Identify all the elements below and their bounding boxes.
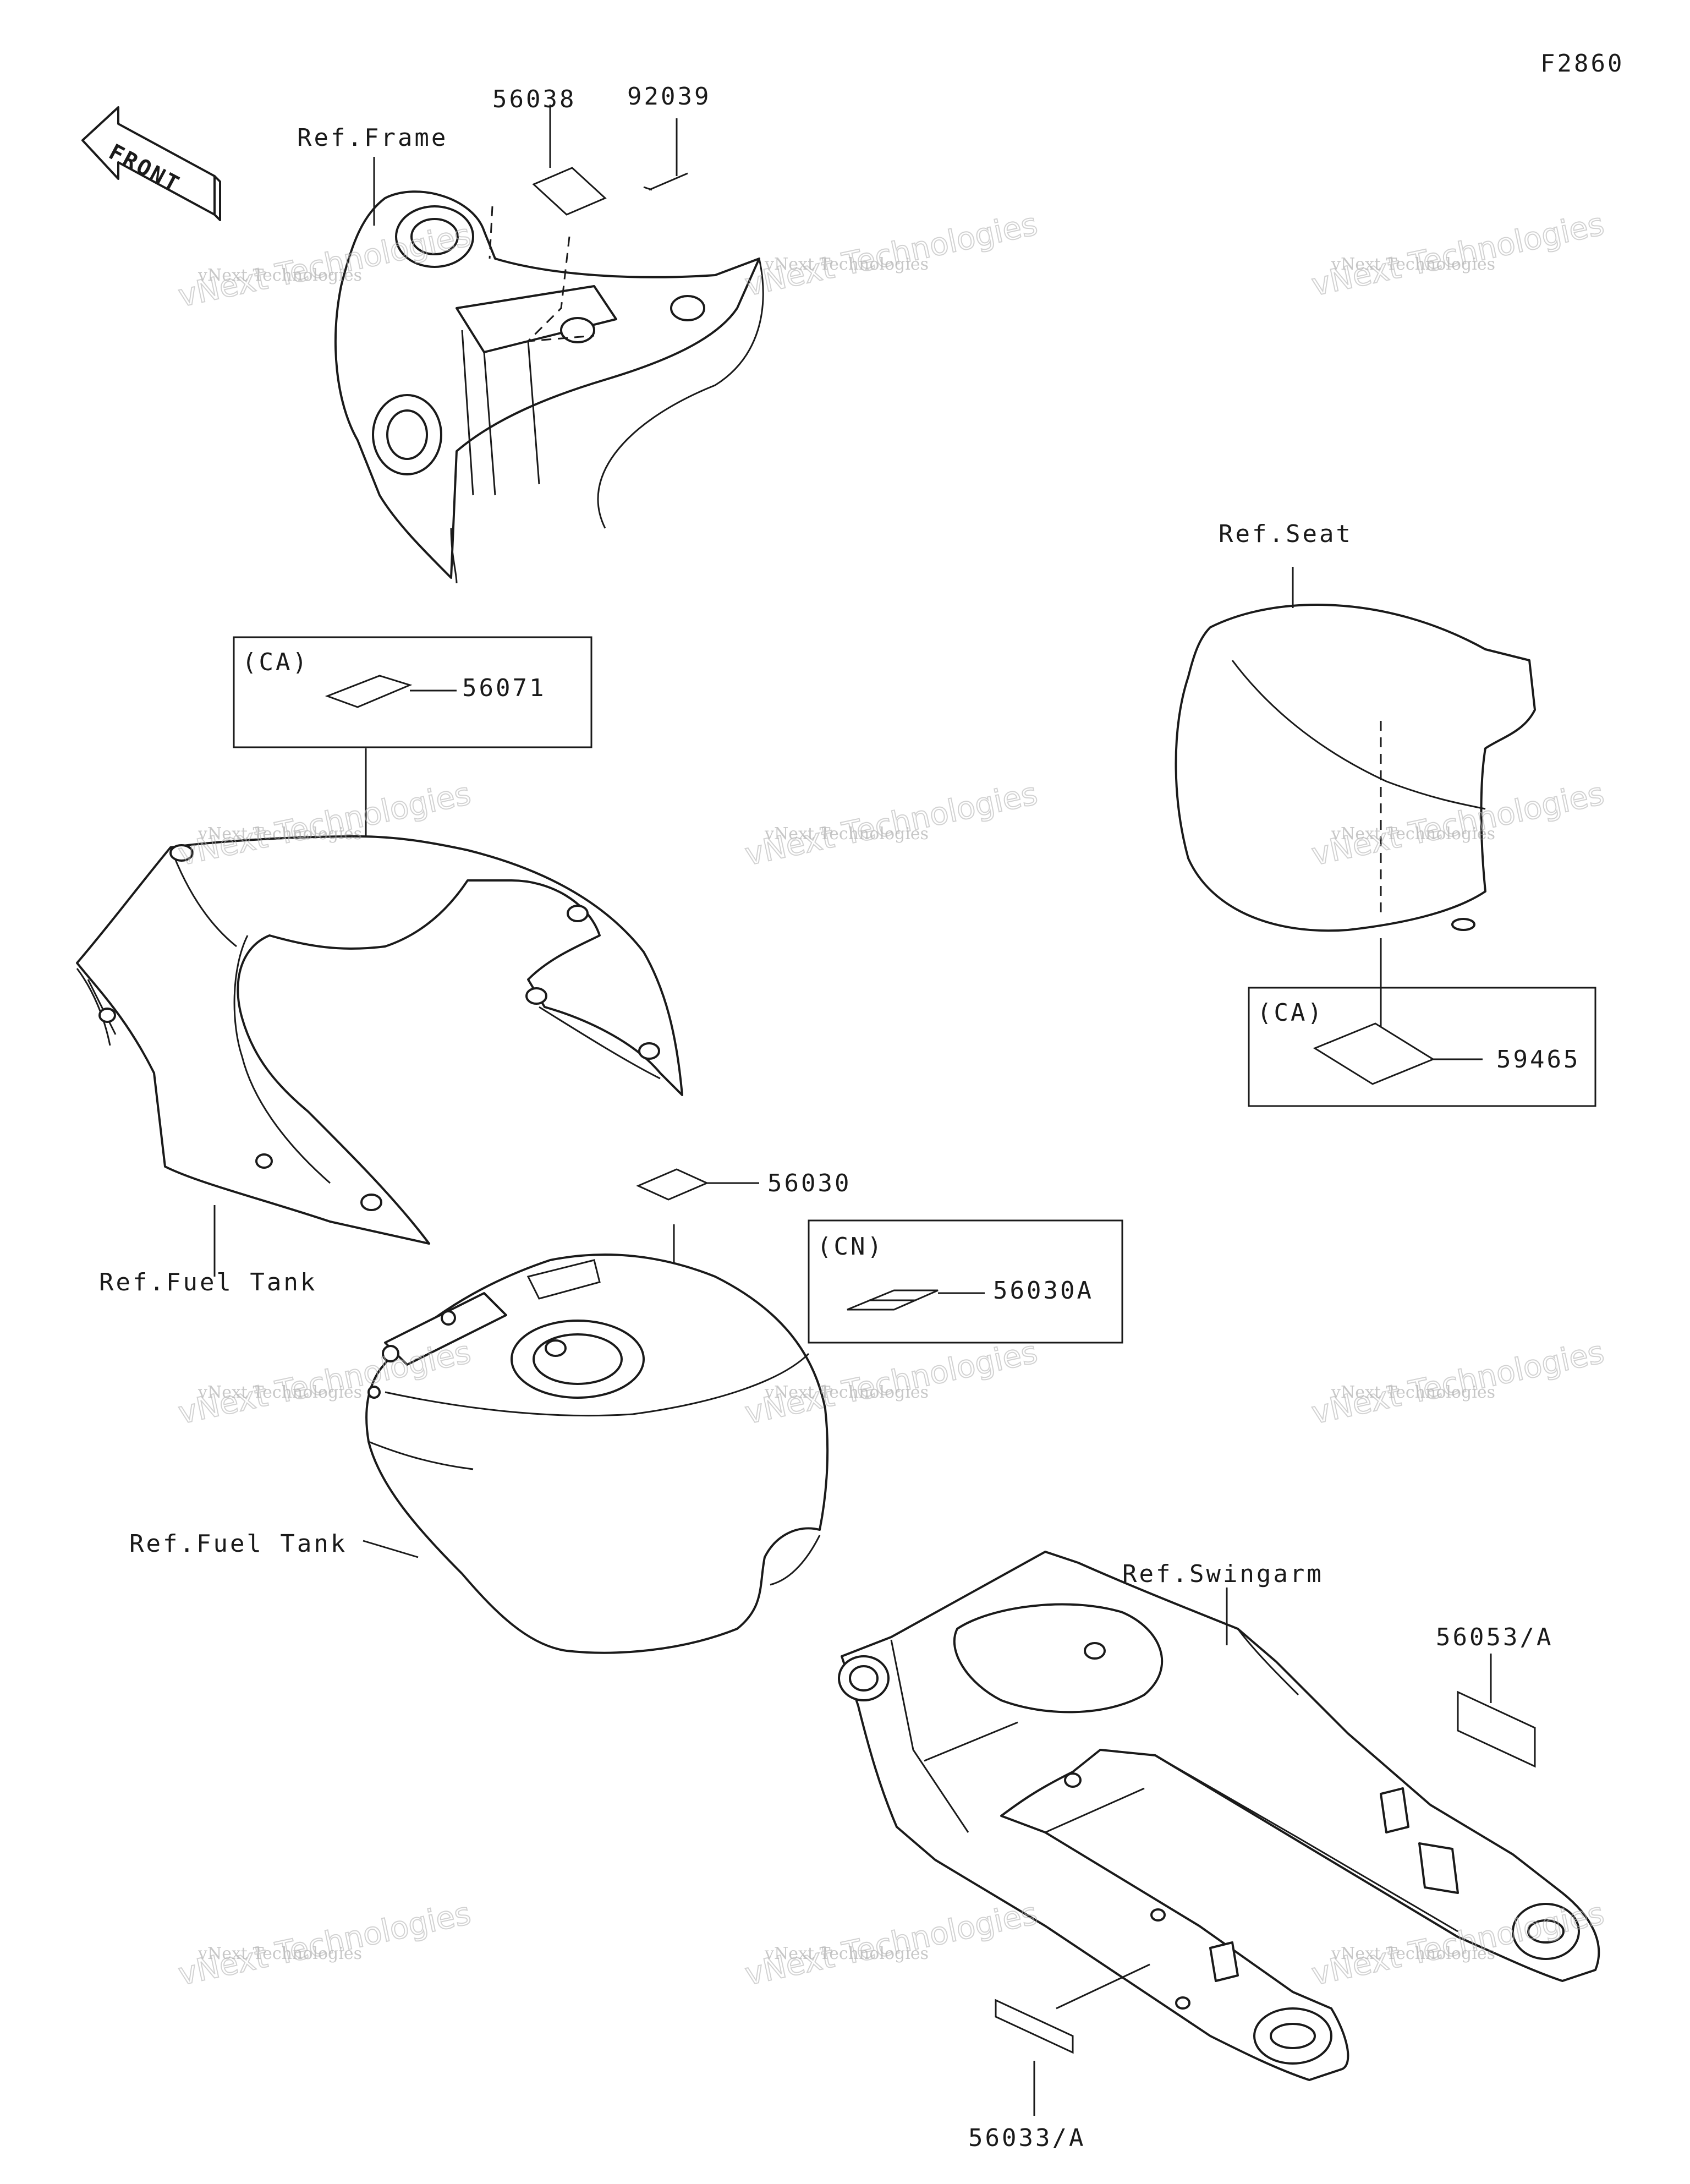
svg-text:vNext Technologies: vNext Technologies	[1331, 824, 1495, 844]
region-box-ca-seat	[1248, 987, 1596, 1107]
svg-text:vNext Technologies: vNext Technologies	[197, 1944, 362, 1963]
svg-text:vNext Technologies: vNext Technologies	[764, 1944, 929, 1963]
svg-text:vNext Technologies: vNext Technologies	[197, 266, 362, 285]
part-56053a-label: 56053/A	[1436, 1623, 1553, 1651]
fuel-tank-cover-drawing	[76, 835, 683, 1245]
svg-text:vNext Technologies: vNext Technologies	[197, 824, 362, 844]
region-box-cn-tank	[808, 1219, 1123, 1344]
region-box-ca-tank	[233, 636, 592, 748]
part-56038-label: 56038	[492, 85, 576, 113]
svg-text:vNext Technologies: vNext Technologies	[1331, 1383, 1495, 1402]
part-56038-shape	[532, 167, 607, 216]
figure-code: F2860	[1540, 50, 1624, 78]
ref-fuel-tank-label: Ref.Fuel Tank	[129, 1530, 347, 1558]
part-59465-label: 59465	[1496, 1046, 1580, 1074]
ref-seat-label: Ref.Seat	[1219, 520, 1353, 548]
frame-drawing	[334, 190, 764, 584]
part-56030a-label: 56030A	[993, 1277, 1094, 1305]
swingarm-drawing	[838, 1551, 1600, 2081]
svg-text:vNext Technologies: vNext Technologies	[764, 1383, 929, 1402]
fuel-tank-drawing	[365, 1254, 829, 1654]
part-56053a-shape	[1457, 1690, 1536, 1768]
region-ca-seat: (CA)	[1257, 999, 1324, 1027]
svg-text:vNext Technologies: vNext Technologies	[1331, 255, 1495, 274]
part-59465-shape	[1313, 1022, 1435, 1085]
part-56071-shape	[325, 675, 413, 708]
part-56033a-label: 56033/A	[968, 2124, 1085, 2152]
part-92039-label: 92039	[627, 83, 711, 111]
ref-swingarm-label: Ref.Swingarm	[1122, 1560, 1324, 1588]
region-cn-tank: (CN)	[817, 1233, 884, 1261]
svg-text:vNext Technologies: vNext Technologies	[197, 1383, 362, 1402]
ref-fuel-tank-cover-label: Ref.Fuel Tank	[99, 1268, 317, 1296]
front-arrow-icon: FRONT	[81, 106, 221, 221]
part-56033a-shape	[995, 1999, 1074, 2054]
region-ca-tank: (CA)	[242, 648, 309, 676]
part-56071-label: 56071	[462, 674, 546, 702]
part-56030-label: 56030	[767, 1169, 851, 1197]
seat-drawing	[1175, 604, 1536, 932]
svg-text:vNext Technologies: vNext Technologies	[1331, 1944, 1495, 1963]
ref-frame-label: Ref.Frame	[297, 124, 448, 152]
part-56030-shape	[636, 1168, 709, 1201]
svg-text:vNext Technologies: vNext Technologies	[764, 255, 929, 274]
svg-text:vNext Technologies: vNext Technologies	[764, 824, 929, 844]
